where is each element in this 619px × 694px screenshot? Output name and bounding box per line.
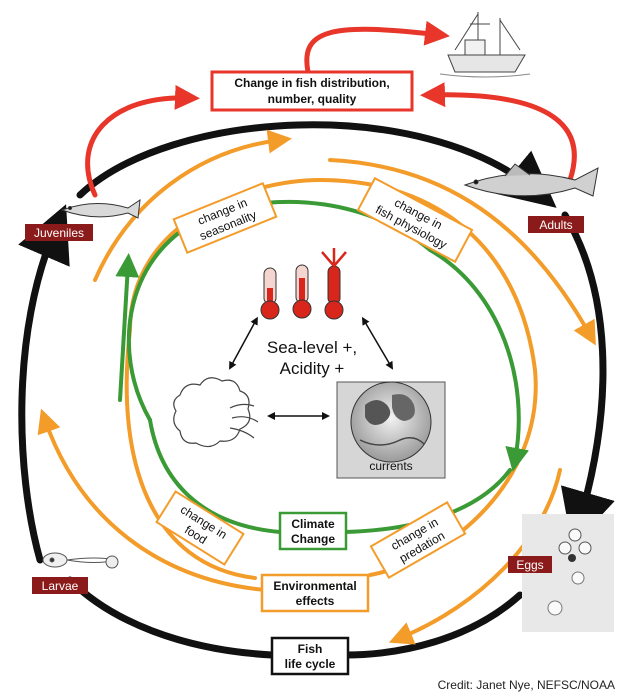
stage-label-juveniles-text: Juveniles: [34, 226, 84, 240]
globe-currents-icon: currents: [336, 381, 446, 479]
effect-food: change in food: [155, 490, 245, 566]
thermometer-icon: [321, 248, 347, 320]
center-line-2: Acidity +: [280, 359, 345, 378]
thermometer-icon: [292, 264, 312, 319]
svg-text:Fish: Fish: [298, 642, 323, 656]
larva-icon: [42, 552, 119, 569]
fish-life-cycle-box: Fish life cycle: [270, 636, 350, 676]
distribution-change-box: Change in fish distribution, number, qua…: [210, 70, 414, 112]
eggs-icon: [522, 514, 614, 632]
fish-icon: [60, 198, 141, 219]
currents-label: currents: [369, 459, 412, 473]
svg-text:effects: effects: [296, 594, 335, 608]
svg-text:life cycle: life cycle: [285, 657, 336, 671]
svg-text:Change: Change: [291, 532, 335, 546]
center-line-1: Sea-level +,: [267, 338, 357, 357]
climate-connector-arrows: [229, 316, 394, 420]
fishing-boat-icon: [439, 12, 531, 78]
wind-icon: [173, 377, 259, 448]
effect-seasonality: change in seasonality: [172, 182, 278, 254]
stage-label-adults-text: Adults: [539, 218, 572, 232]
stage-label-eggs-text: Eggs: [516, 558, 543, 572]
distribution-change-line2: number, quality: [268, 92, 357, 106]
stage-label-juveniles: Juveniles: [25, 224, 93, 241]
svg-text:Climate: Climate: [291, 517, 335, 531]
effect-predation: change in predation: [369, 501, 467, 579]
climate-change-box: Climate Change: [278, 511, 348, 551]
stage-label-adults: Adults: [528, 216, 584, 233]
stage-label-larvae: Larvae: [32, 577, 88, 594]
thermometer-icon: [260, 267, 280, 320]
fish-life-cycle-ring: [18, 121, 615, 659]
stage-label-eggs: Eggs: [508, 556, 552, 573]
environmental-effects-box: Environmental effects: [260, 573, 370, 613]
fish-icon: [463, 163, 599, 197]
svg-text:Environmental: Environmental: [273, 579, 356, 593]
credit-text: Credit: Janet Nye, NEFSC/NOAA: [437, 678, 615, 692]
stage-label-larvae-text: Larvae: [42, 579, 79, 593]
distribution-arrows: [85, 20, 577, 198]
distribution-change-line1: Change in fish distribution,: [234, 76, 389, 90]
